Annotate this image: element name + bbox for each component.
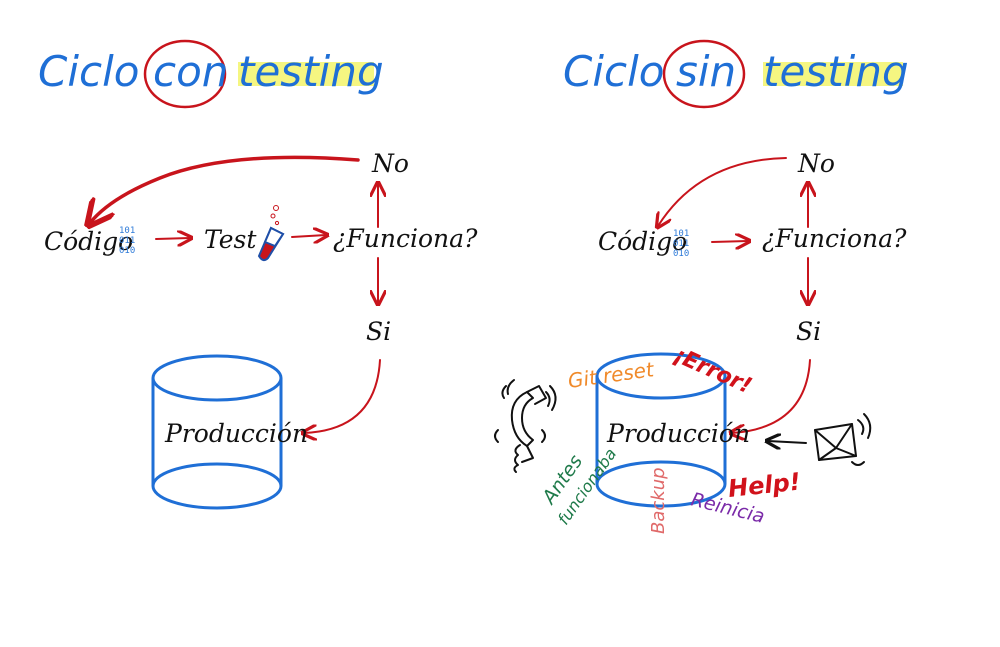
note-backup: Backup <box>648 467 669 534</box>
right-database-cylinder <box>595 352 727 508</box>
svg-text:101: 101 <box>673 229 689 239</box>
arrow-no-codigo <box>90 155 360 223</box>
circle-con <box>143 39 227 109</box>
left-no: No <box>371 149 409 178</box>
svg-text:010: 010 <box>119 246 135 256</box>
left-produccion: Producción <box>164 419 308 448</box>
left-title-testing: testing <box>238 47 384 96</box>
left-diagram: Ciclo con testing No Código 101 011 010 … <box>38 39 478 510</box>
right-title-sin: sin <box>676 47 736 96</box>
highlight-testing-left <box>238 62 374 86</box>
arrow-no-codigo-right <box>658 157 787 226</box>
note-help: Help! <box>727 468 802 503</box>
left-si: Si <box>366 317 391 346</box>
test-tube-icon <box>257 205 285 262</box>
circle-sin <box>662 39 746 109</box>
right-codigo: Código <box>598 227 687 256</box>
arrow-codigo-test <box>155 238 190 239</box>
left-title-ciclo: Ciclo <box>38 47 139 96</box>
svg-text:101: 101 <box>119 226 135 236</box>
left-title-con: con <box>153 47 228 96</box>
left-test: Test <box>204 225 257 254</box>
highlight-testing-right <box>763 62 903 86</box>
right-title-ciclo: Ciclo <box>563 47 664 96</box>
right-produccion: Producción <box>606 419 750 448</box>
envelope-icon <box>814 413 872 466</box>
svg-text:010: 010 <box>673 249 689 259</box>
arrow-codigo-funciona <box>711 241 748 242</box>
left-database-cylinder <box>151 354 283 510</box>
arrow-mail-produccion <box>768 441 807 443</box>
right-si: Si <box>796 317 821 346</box>
right-binary-icon: 101 011 010 <box>673 229 689 259</box>
svg-text:011: 011 <box>673 239 689 249</box>
right-diagram: Ciclo sin testing No Código 101 011 010 … <box>494 39 909 534</box>
arrow-test-funciona <box>291 235 326 237</box>
right-no: No <box>797 149 835 178</box>
left-binary-icon: 101 011 010 <box>119 226 135 256</box>
right-funciona: ¿Funciona? <box>762 224 907 253</box>
svg-text:011: 011 <box>119 236 135 246</box>
arrow-si-produccion-right <box>732 359 811 433</box>
arrow-si-produccion <box>304 359 381 433</box>
phone-icon <box>494 379 557 473</box>
left-funciona: ¿Funciona? <box>333 224 478 253</box>
right-title-testing: testing <box>763 47 909 96</box>
